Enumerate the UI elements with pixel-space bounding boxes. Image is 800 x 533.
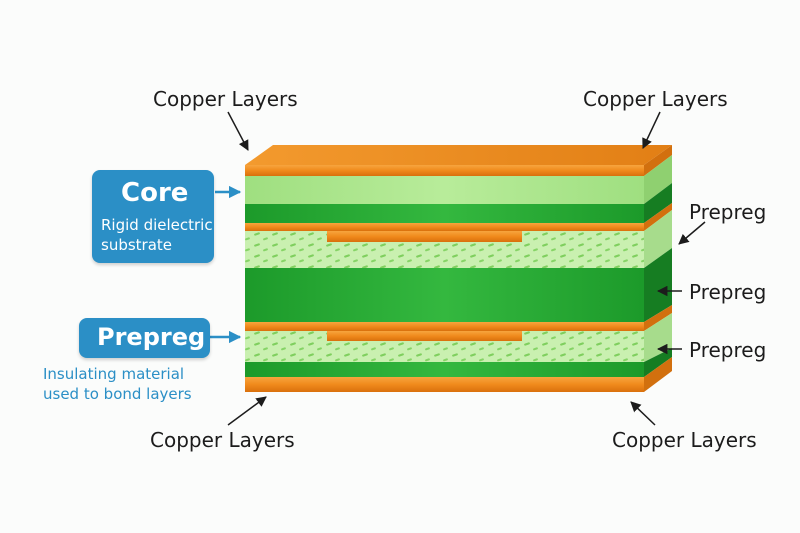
copper-layer-top (245, 165, 644, 176)
label-copper-layers-bottom-left: Copper Layers (150, 428, 295, 452)
arrow-copper-bottom-right (630, 401, 656, 426)
front-layers (245, 165, 644, 392)
copper-layer-bottom (245, 377, 644, 392)
prepreg-caption-line-2: used to bond layers (43, 385, 192, 403)
label-prepreg-right-1: Prepreg (689, 200, 767, 224)
callout-arrows (210, 185, 242, 344)
copper-trace-1 (327, 231, 522, 242)
arrow-prepreg-right-1 (678, 221, 706, 245)
arrow-copper-top-left (227, 111, 249, 151)
copper-trace-2 (327, 331, 522, 341)
top-copper-face (245, 145, 672, 165)
prepreg-callout: Prepreg (79, 318, 210, 358)
core-callout-line-2: substrate (101, 236, 173, 254)
core-callout-title: Core (121, 178, 189, 208)
label-copper-layers-top-right: Copper Layers (583, 87, 728, 111)
label-prepreg-right-2: Prepreg (689, 280, 767, 304)
label-prepreg-right-3: Prepreg (689, 338, 767, 362)
right-side-faces (644, 145, 672, 392)
dark-green-layer-1 (245, 204, 644, 223)
leader-arrows (227, 111, 706, 426)
dark-green-layer-3 (245, 362, 644, 377)
dark-green-layer-2 (245, 268, 644, 322)
arrow-copper-bottom-left (227, 396, 267, 426)
core-callout-line-1: Rigid dielectric (101, 216, 213, 234)
label-copper-layers-top-left: Copper Layers (153, 87, 298, 111)
arrow-copper-top-right (642, 111, 661, 149)
copper-layer-2 (245, 223, 644, 231)
core-light-layer (245, 176, 644, 204)
prepreg-callout-title: Prepreg (97, 323, 206, 351)
label-copper-layers-bottom-right: Copper Layers (612, 428, 757, 452)
core-callout: Core Rigid dielectric substrate (92, 170, 214, 263)
copper-layer-3 (245, 322, 644, 331)
prepreg-caption-line-1: Insulating material (43, 365, 185, 383)
prepreg-caption: Insulating material used to bond layers (43, 364, 192, 404)
